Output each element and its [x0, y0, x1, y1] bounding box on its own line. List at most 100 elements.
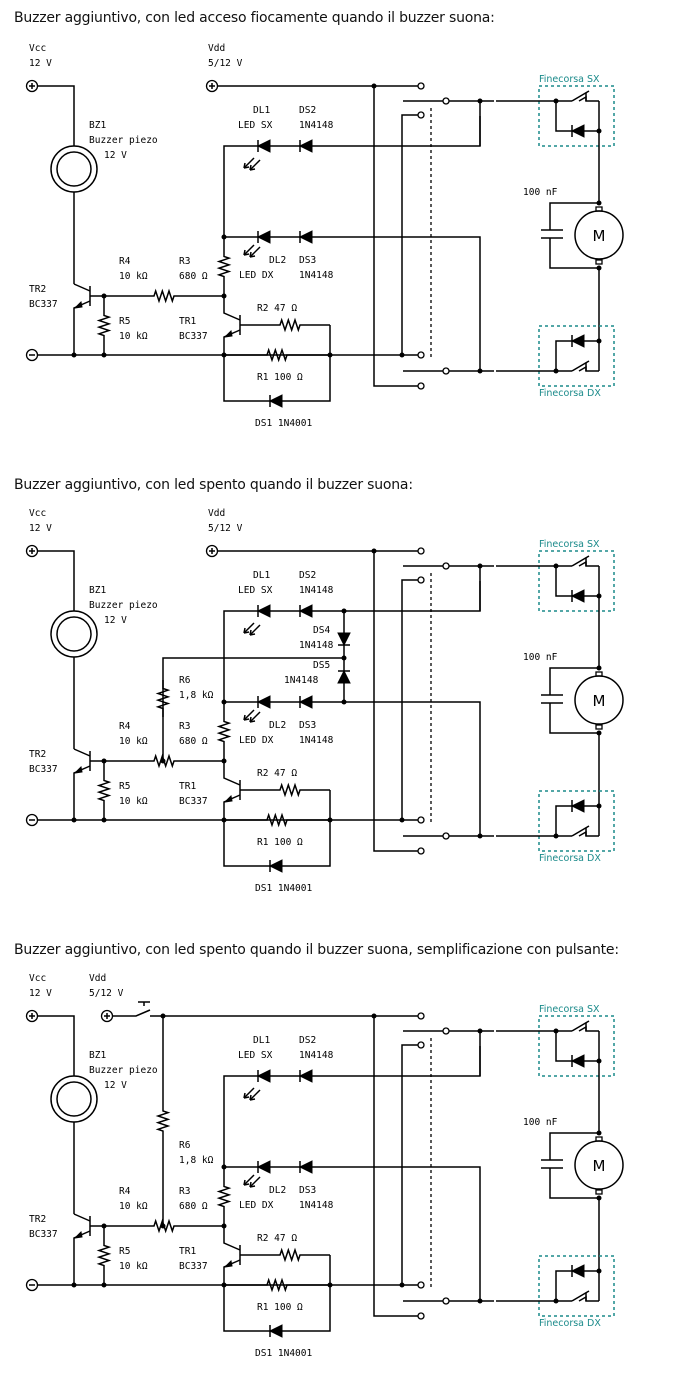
junction-dot	[221, 1164, 227, 1170]
cap-label: 100 nF	[523, 187, 558, 198]
r4-label: R4	[119, 721, 131, 732]
limit-diode-icon	[570, 334, 585, 348]
tr2-emitter-arrow	[73, 300, 83, 309]
r5-value: 10 kΩ	[119, 1261, 148, 1272]
limit-switch-cam	[578, 365, 587, 372]
ds1-diode-icon	[268, 1324, 283, 1338]
limit-sx-label: Finecorsa SX	[539, 1004, 600, 1015]
dl2-description: LED DX	[239, 270, 274, 281]
switch-terminal	[417, 1281, 425, 1289]
junction-dot	[221, 234, 227, 240]
tr2-label: TR2	[29, 284, 46, 295]
ds1-diode-icon	[268, 859, 283, 873]
ds3-part: 1N4148	[299, 270, 334, 281]
ds2-label: DS2	[299, 105, 316, 116]
r5-resistor-icon	[96, 296, 112, 355]
cap-bot-wire	[549, 1168, 599, 1199]
led-arrowhead	[243, 1092, 246, 1099]
switch-terminal	[417, 1041, 425, 1049]
r6-resistor-icon	[155, 1016, 171, 1226]
cap-label: 100 nF	[523, 1117, 558, 1128]
tr1-emitter-arrow	[223, 1259, 233, 1268]
r5-value: 10 kΩ	[119, 331, 148, 342]
r5-resistor-icon	[96, 761, 112, 820]
r3-label: R3	[179, 721, 190, 732]
ds4-part: 1N4148	[299, 640, 334, 651]
limit-switch-cam	[578, 1025, 587, 1032]
led1-wire	[223, 1046, 481, 1167]
led-arrowhead	[249, 1181, 252, 1188]
switch-terminal	[417, 816, 425, 824]
junction-dot	[71, 1282, 77, 1288]
dl1-led-icon	[256, 604, 271, 618]
limit-switch-cam	[578, 560, 587, 567]
buzzer-outer-ring-icon	[50, 1075, 98, 1123]
led-light-arrow	[249, 624, 261, 636]
dl2-led-icon	[256, 1160, 271, 1174]
tr1-emitter	[223, 1259, 241, 1285]
r5-label: R5	[119, 1246, 130, 1257]
led-arrowhead	[249, 633, 256, 636]
tr1-label: TR1	[179, 1246, 196, 1257]
motor-icon	[574, 210, 624, 260]
limit-diode-wire	[555, 1031, 599, 1062]
led-light-arrow	[249, 1176, 261, 1188]
junction-dot	[101, 1282, 107, 1288]
r2-label: R2 47 Ω	[257, 303, 297, 314]
limit-diode-icon	[570, 1264, 585, 1278]
led-light-arrow	[249, 1089, 261, 1101]
vdd-label: Vdd	[208, 508, 225, 519]
switch-terminal	[417, 111, 425, 119]
r6-value: 1,8 kΩ	[179, 690, 214, 701]
led-light-arrow	[243, 622, 255, 634]
r1-resistor-icon	[224, 347, 330, 363]
ds2-diode-icon	[298, 1069, 313, 1083]
r5-value: 10 kΩ	[119, 796, 148, 807]
ds5-diode-icon	[337, 669, 351, 684]
tr2-emitter-arrow	[73, 1230, 83, 1239]
junction-dot	[101, 817, 107, 823]
led-arrowhead	[249, 255, 256, 258]
ds2-part: 1N4148	[299, 585, 334, 596]
bz1-label: BZ1	[89, 1050, 106, 1061]
ds3-part: 1N4148	[299, 735, 334, 746]
junction-dot	[477, 833, 483, 839]
vcc-value: 12 V	[29, 523, 52, 534]
switch-terminal	[417, 351, 425, 359]
cap-top-wire	[549, 667, 599, 695]
junction-dot	[221, 699, 227, 705]
dl1-led-icon	[256, 1069, 271, 1083]
led-arrowhead	[249, 1185, 256, 1188]
led-light-arrow	[243, 709, 255, 721]
motor-brush-icon	[595, 724, 603, 730]
led-arrowhead	[249, 164, 252, 171]
vcc-label: Vcc	[29, 973, 46, 984]
limit-diode-wire	[555, 566, 599, 597]
junction-dot	[477, 368, 483, 374]
limit-switch-contact	[585, 363, 599, 372]
dl2-label: DL2	[269, 720, 286, 731]
junction-dot	[399, 1282, 405, 1288]
buzzer-outer-ring-icon	[50, 145, 98, 193]
tr1-emitter	[223, 329, 241, 355]
r2-resistor-icon	[250, 782, 330, 798]
tr2-collector	[73, 1213, 91, 1222]
motor-icon	[574, 675, 624, 725]
vcc-wire	[38, 550, 75, 611]
vcc-value: 12 V	[29, 58, 52, 69]
switch-terminal	[442, 1027, 450, 1035]
r6-resistor-icon	[155, 680, 171, 717]
led-light-arrow	[243, 1174, 255, 1186]
junction-dot	[399, 817, 405, 823]
vdd-value: 5/12 V	[208, 58, 243, 69]
r6-wire	[162, 657, 344, 761]
tr2-label: TR2	[29, 749, 46, 760]
tr2-part: BC337	[29, 764, 58, 775]
r5-label: R5	[119, 316, 130, 327]
dl2-label: DL2	[269, 255, 286, 266]
switch-terminal	[417, 82, 425, 90]
circuit-2-heading: Buzzer aggiuntivo, con led spento quando…	[14, 477, 413, 493]
tr2-emitter	[73, 765, 91, 820]
dl1-label: DL1	[253, 105, 270, 116]
